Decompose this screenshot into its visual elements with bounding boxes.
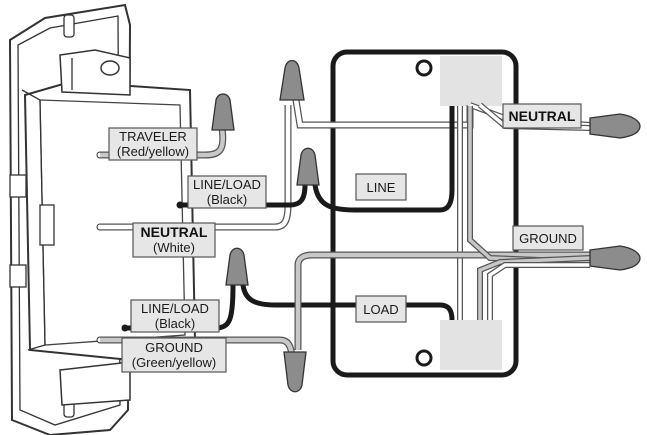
lineload2-label-subtitle: (Black) [155, 316, 195, 331]
ground-label: GROUND (Green/yellow) [121, 337, 227, 373]
load-box-label: LOAD [355, 295, 407, 323]
lineload2-label: LINE/LOAD (Black) [130, 299, 220, 333]
line-box-label: LINE [355, 173, 407, 201]
ground-label-subtitle: (Green/yellow) [132, 355, 217, 370]
neutral-label: NEUTRAL (White) [132, 222, 216, 258]
traveler-label-subtitle: (Red/yellow) [117, 144, 189, 159]
lineload1-label-subtitle: (Black) [207, 192, 247, 207]
box-neutral-label: NEUTRAL [502, 103, 582, 129]
line-box-label-text: LINE [367, 180, 396, 195]
ground-label-title: GROUND [145, 340, 203, 355]
box-neutral-label-text: NEUTRAL [509, 108, 576, 124]
lineload1-label: LINE/LOAD (Black) [187, 175, 267, 209]
dimmer-switch-icon [8, 3, 197, 435]
neutral-label-title: NEUTRAL [141, 224, 208, 240]
traveler-label-title: TRAVELER [119, 129, 187, 144]
neutral-label-subtitle: (White) [153, 240, 195, 255]
lineload1-label-title: LINE/LOAD [193, 177, 261, 192]
electrical-box-icon [330, 49, 519, 378]
box-ground-label-text: GROUND [519, 231, 577, 246]
wire-nut-icon [211, 59, 641, 393]
traveler-wire [100, 127, 227, 159]
lineload2-label-title: LINE/LOAD [141, 301, 209, 316]
traveler-label: TRAVELER (Red/yellow) [108, 127, 198, 161]
ground-wire [100, 106, 591, 361]
load-box-label-text: LOAD [363, 302, 398, 317]
box-ground-label: GROUND [512, 225, 584, 251]
line-wire [180, 106, 455, 213]
